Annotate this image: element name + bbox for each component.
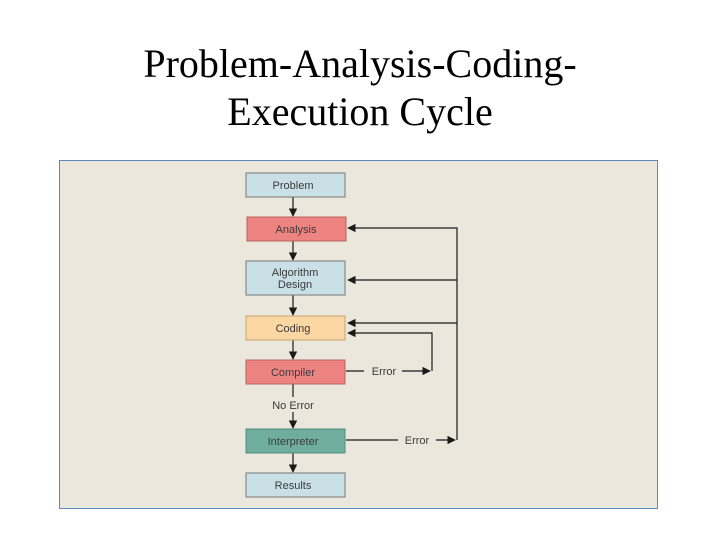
box-coding-label: Coding [276,323,311,335]
box-problem-label: Problem [273,180,314,192]
slide-title: Problem-Analysis-Coding- Execution Cycle [0,40,720,136]
box-problem [245,172,346,198]
box-coding [245,315,346,341]
label-compiler-error: Error [372,366,397,378]
diagram-panel [59,160,658,509]
box-interpreter-label: Interpreter [268,436,319,448]
box-analysis [246,216,347,242]
box-algorithm-label-2: Design [278,279,312,291]
slide-title-line-2: Execution Cycle [227,89,493,134]
label-no-error: No Error [272,400,314,412]
box-results-label: Results [275,480,312,492]
box-interpreter [245,428,346,454]
slide-title-line-1: Problem-Analysis-Coding- [143,41,577,86]
box-algorithm-design [245,260,346,296]
box-results [245,472,346,498]
loop-interpreter-error-to-analysis [347,223,458,440]
box-compiler [245,359,346,385]
loop-compiler-error-to-coding [347,328,433,371]
box-analysis-label: Analysis [276,224,317,236]
box-compiler-label: Compiler [271,367,315,379]
label-interpreter-error: Error [405,435,430,447]
box-algorithm-label-1: Algorithm [272,267,318,279]
